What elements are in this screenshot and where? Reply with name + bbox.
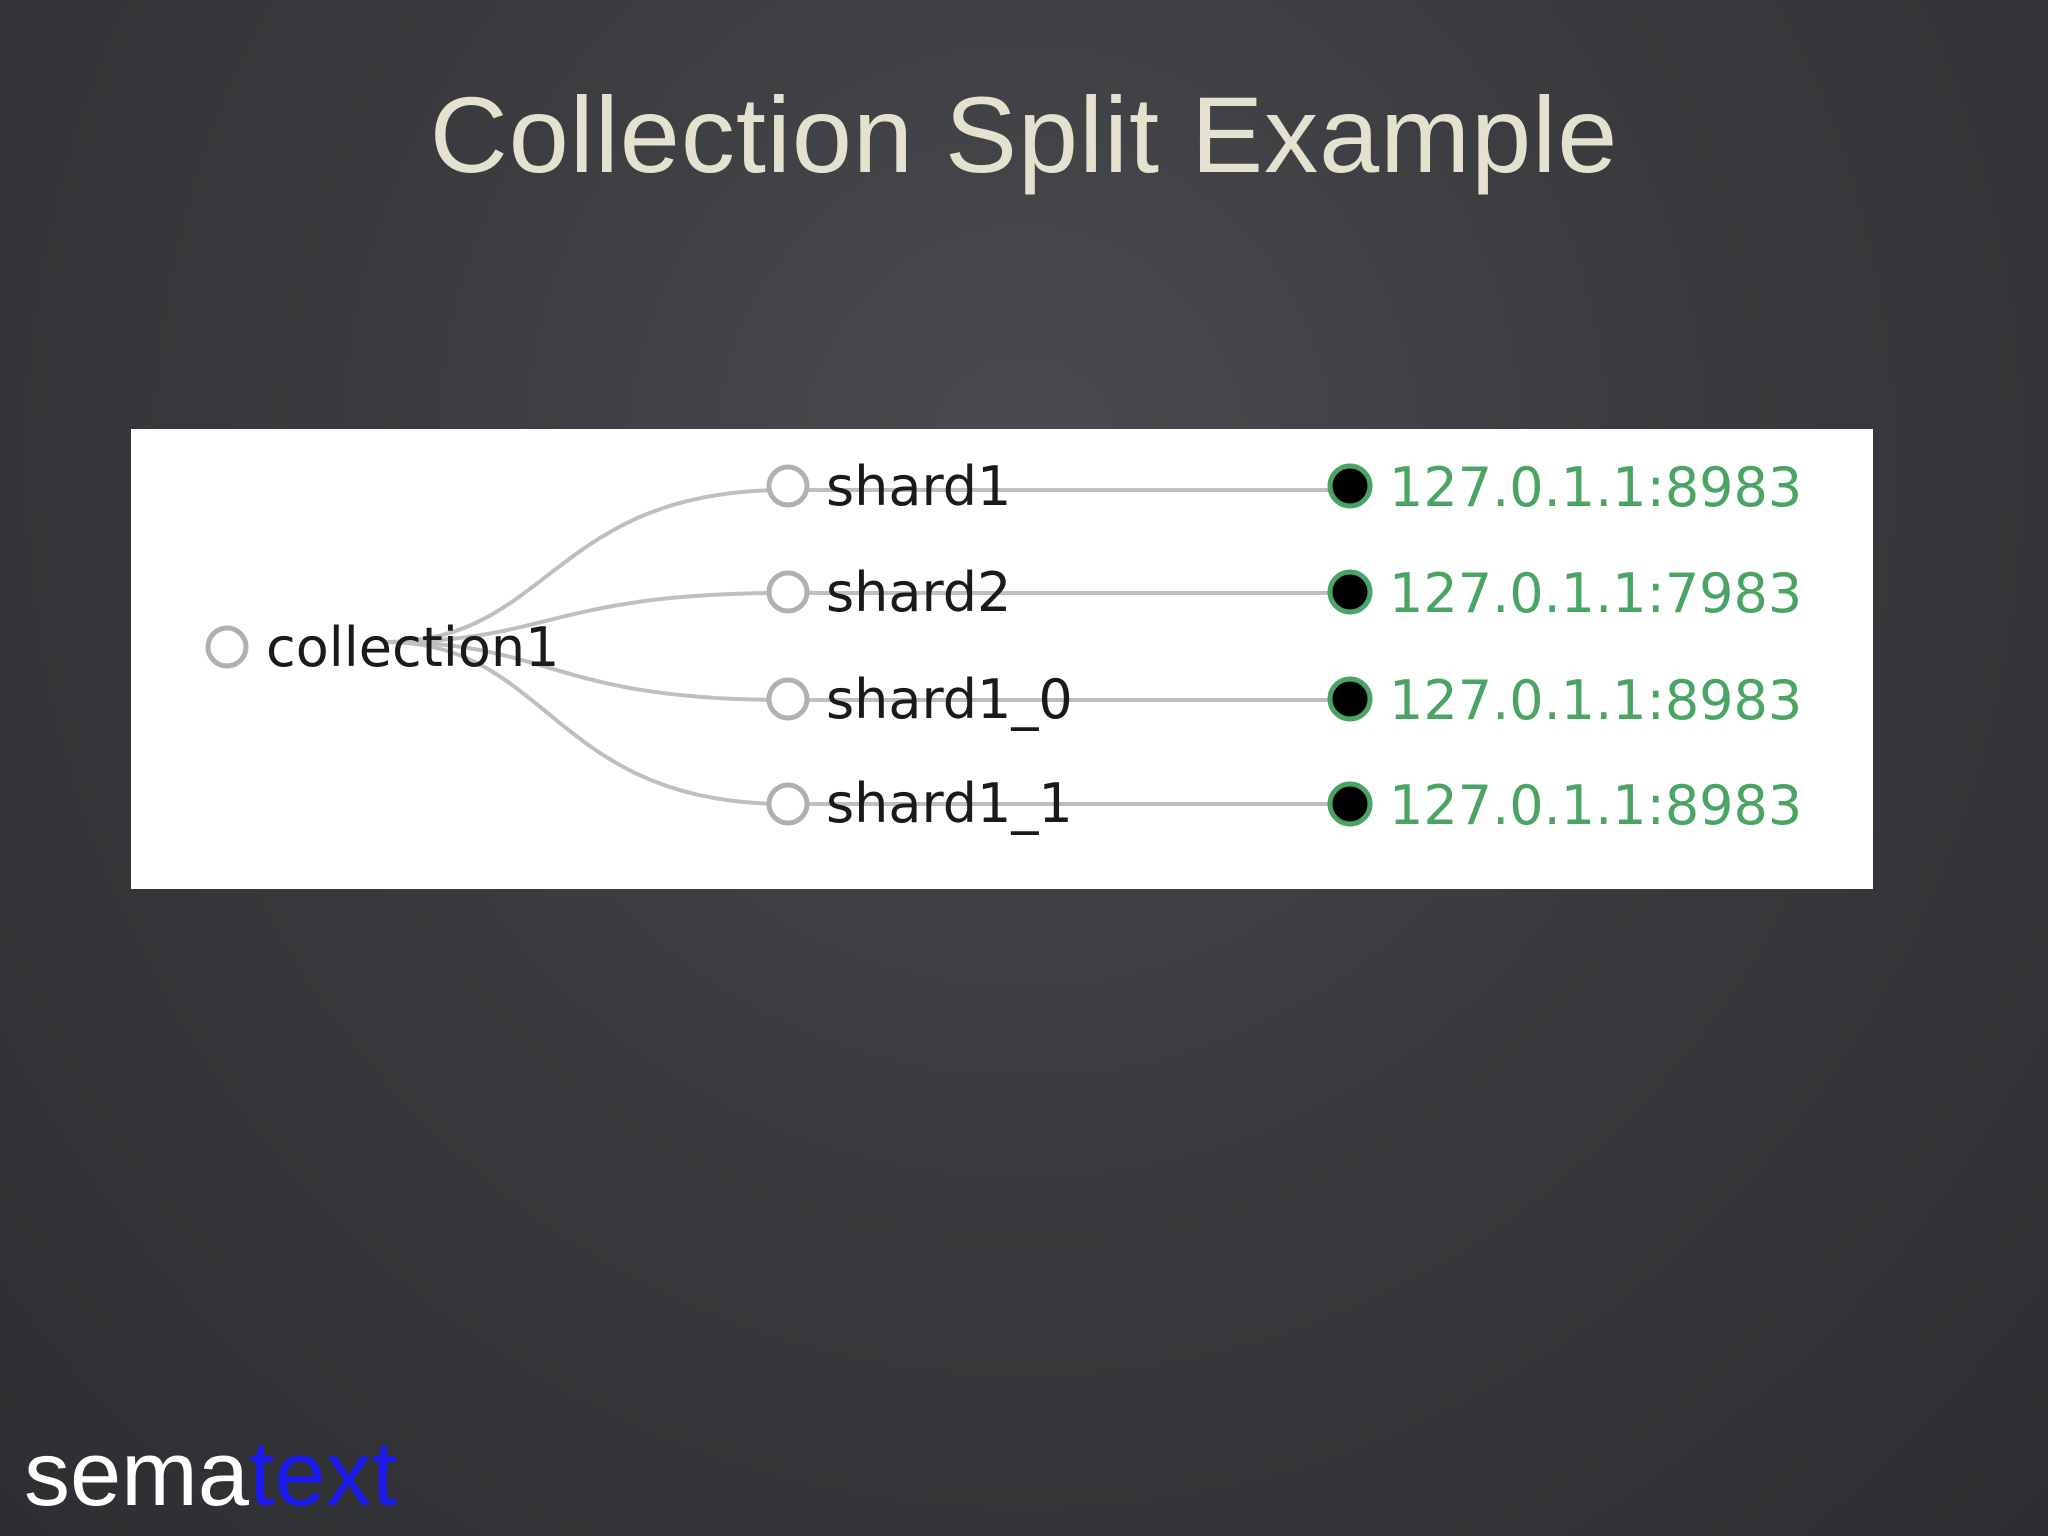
shard-node-label: shard1 [826, 455, 1011, 518]
replica-node-address: 127.0.1.1:8983 [1389, 669, 1802, 732]
replica-node-circle [1327, 781, 1373, 827]
shard-node[interactable]: shard1 [766, 455, 1011, 518]
replica-node-address: 127.0.1.1:7983 [1389, 562, 1802, 625]
replica-node[interactable]: 127.0.1.1:7983 [1327, 562, 1802, 625]
shard-node-circle [766, 464, 810, 508]
tree-graph: collection1 shard1 shard2 shard1_0 shard… [205, 455, 1802, 837]
shard-node[interactable]: shard2 [766, 561, 1011, 624]
edge-collection1-shard2 [385, 591, 787, 644]
shard-node-label: shard1_0 [826, 668, 1073, 731]
edge-collection1-shard1 [385, 488, 787, 644]
replica-node[interactable]: 127.0.1.1:8983 [1327, 669, 1802, 732]
sematext-logo: sematext [24, 1428, 397, 1520]
replica-node-circle [1327, 463, 1373, 509]
replica-node-address: 127.0.1.1:8983 [1389, 774, 1802, 837]
shard-node[interactable]: shard1_1 [766, 772, 1073, 835]
shard-node-label: shard2 [826, 561, 1011, 624]
shard-node-circle [766, 677, 810, 721]
edges [385, 488, 1351, 806]
shard-node-label: shard1_1 [826, 772, 1073, 835]
edge-collection1-shard1_0 [385, 640, 787, 702]
edge-collection1-shard1_1 [385, 640, 787, 806]
replica-node[interactable]: 127.0.1.1:8983 [1327, 456, 1802, 519]
shard-node[interactable]: shard1_0 [766, 668, 1073, 731]
shard-node-circle [766, 782, 810, 826]
replica-node-address: 127.0.1.1:8983 [1389, 456, 1802, 519]
shard-node-circle [766, 570, 810, 614]
logo-text-sema: sema [24, 1423, 249, 1525]
replica-node-circle [1327, 569, 1373, 615]
replica-node[interactable]: 127.0.1.1:8983 [1327, 774, 1802, 837]
root-node-circle [205, 625, 249, 669]
root-node-label: collection1 [266, 616, 559, 679]
cluster-tree-diagram: collection1 shard1 shard2 shard1_0 shard… [131, 429, 1873, 889]
logo-text-text: text [248, 1423, 398, 1525]
replica-node-circle [1327, 676, 1373, 722]
slide-title: Collection Split Example [429, 74, 1619, 195]
root-node[interactable]: collection1 [205, 616, 559, 679]
